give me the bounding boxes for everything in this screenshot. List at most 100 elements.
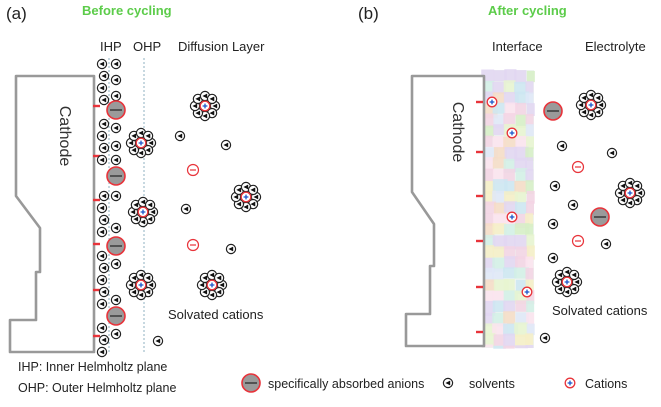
- free-anion-icon: [571, 160, 585, 174]
- panel-a-label: (a): [6, 4, 27, 23]
- interface-label: Interface: [492, 39, 543, 54]
- diffusion-layer-label: Diffusion Layer: [178, 39, 265, 54]
- solvent-icon: [549, 180, 561, 192]
- specifically-absorbed-anion-icon: [106, 166, 126, 186]
- solvated-cation: [125, 269, 157, 301]
- solvent-icon: [606, 147, 618, 159]
- specifically-absorbed-anion-icon: [543, 101, 563, 121]
- solvent-icon: [110, 122, 122, 134]
- cation-icon: [585, 99, 597, 111]
- ihp-label: IHP: [100, 39, 122, 54]
- legend-cation-label: Cations: [585, 377, 627, 391]
- solvent-icon: [96, 202, 108, 214]
- free-anion-icon: [186, 238, 200, 252]
- solvent-icon: [96, 250, 108, 262]
- legend: IHP: Inner Helmholtz plane OHP: Outer He…: [18, 360, 627, 395]
- solvated-cation: [125, 127, 157, 159]
- cathode-electrode: [8, 74, 96, 354]
- solvent-icon: [98, 214, 110, 226]
- cation-icon: [624, 187, 636, 199]
- solvent-icon: [567, 199, 579, 211]
- solvent-icon: [98, 286, 110, 298]
- solvent-icon: [225, 243, 237, 255]
- panel-b-species: [476, 89, 646, 344]
- solvent-icon: [110, 294, 122, 306]
- cathode-electrode-b: [404, 74, 486, 348]
- solvent-icon: [96, 226, 108, 238]
- panel-b: (b) After cycling Interface Electrolyte …: [358, 3, 648, 349]
- solvent-icon: [96, 274, 108, 286]
- panel-a: (a) Before cycling IHP OHP Diffusion Lay…: [6, 3, 265, 358]
- solvent-icon: [110, 140, 122, 152]
- solvent-icon: [110, 58, 122, 70]
- solvent-icon: [98, 334, 110, 346]
- solvent-icon: [174, 130, 186, 142]
- solvent-icon: [98, 262, 110, 274]
- panel-b-title: After cycling: [488, 3, 567, 18]
- cation-icon: [564, 377, 576, 389]
- solvated-cation: [575, 89, 607, 121]
- solvent-icon: [96, 322, 108, 334]
- cation-icon: [521, 286, 533, 298]
- cation-icon: [506, 211, 518, 223]
- solvated-cation: [189, 90, 221, 122]
- cation-icon: [135, 137, 147, 149]
- free-anion-icon: [186, 163, 200, 177]
- solvent-icon: [96, 346, 108, 358]
- legend-anion-label: specifically absorbed anions: [268, 377, 424, 391]
- solvent-icon: [547, 218, 559, 230]
- cation-icon: [486, 96, 498, 108]
- solvent-icon: [110, 154, 122, 166]
- solvent-icon: [547, 252, 559, 264]
- panel-a-title: Before cycling: [82, 3, 172, 18]
- solvent-icon: [180, 203, 192, 215]
- ohp-label: OHP: [133, 39, 161, 54]
- panel-b-label: (b): [358, 4, 379, 23]
- solvated-cations-label-b: Solvated cations: [552, 303, 648, 318]
- solvent-icon: [98, 142, 110, 154]
- solvent-icon: [98, 118, 110, 130]
- cathode-label-b: Cathode: [449, 102, 466, 163]
- panel-a-species: [93, 58, 262, 358]
- solvent-icon: [96, 154, 108, 166]
- solvated-cation: [196, 269, 228, 301]
- cation-icon: [137, 206, 149, 218]
- solvated-cations-label-a: Solvated cations: [168, 307, 264, 322]
- cation-icon: [506, 127, 518, 139]
- solvent-icon: [98, 70, 110, 82]
- solvent-icon: [96, 82, 108, 94]
- cation-icon: [206, 279, 218, 291]
- specifically-absorbed-anion-icon: [590, 207, 610, 227]
- cathode-label-a: Cathode: [56, 106, 73, 167]
- ihp-definition: IHP: Inner Helmholtz plane: [18, 360, 167, 374]
- solvent-icon: [96, 298, 108, 310]
- cation-icon: [561, 276, 573, 288]
- solvent-icon: [556, 140, 568, 152]
- specifically-absorbed-anion-icon: [106, 306, 126, 326]
- specifically-absorbed-anion-icon: [241, 373, 261, 393]
- cation-icon: [240, 191, 252, 203]
- solvent-icon: [96, 130, 108, 142]
- solvent-icon: [539, 332, 551, 344]
- solvent-icon: [152, 335, 164, 347]
- solvent-icon: [110, 190, 122, 202]
- solvent-icon: [96, 58, 108, 70]
- solvent-icon: [110, 222, 122, 234]
- solvent-icon: [110, 258, 122, 270]
- solvent-icon: [600, 238, 612, 250]
- solvated-cation: [551, 266, 583, 298]
- legend-solvent-label: solvents: [469, 377, 515, 391]
- solvent-icon: [98, 190, 110, 202]
- solvent-icon: [110, 90, 122, 102]
- solvent-icon: [98, 94, 110, 106]
- free-anion-icon: [571, 234, 585, 248]
- solvated-cation: [614, 177, 646, 209]
- solvent-icon: [220, 139, 232, 151]
- solvent-icon: [442, 377, 454, 389]
- solvated-cation: [127, 196, 159, 228]
- solvated-cation: [230, 181, 262, 213]
- solvent-icon: [110, 328, 122, 340]
- electrolyte-label: Electrolyte: [585, 39, 646, 54]
- ohp-definition: OHP: Outer Helmholtz plane: [18, 381, 176, 395]
